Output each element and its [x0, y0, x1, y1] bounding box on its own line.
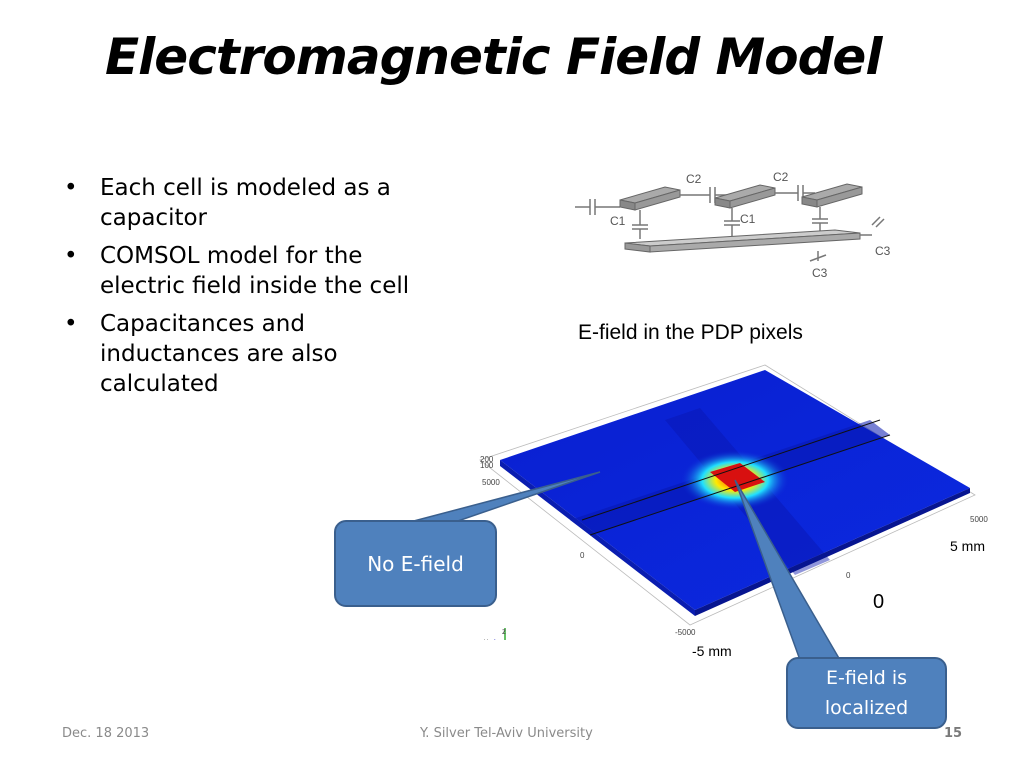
- slide-title: Electromagnetic Field Model: [105, 28, 882, 86]
- capacitor-circuit-diagram: C2 C2 C1 C1 C3 C3: [575, 170, 891, 280]
- footer-date: Dec. 18 2013: [62, 726, 150, 741]
- axis-label-center: 0: [873, 591, 885, 613]
- callout-no-field: No E-field: [334, 520, 497, 607]
- circuit-label-c2: C2: [686, 172, 702, 186]
- axis-tick: -5000: [675, 628, 696, 637]
- bullet-item: Each cell is modeled as a capacitor: [62, 173, 432, 233]
- circuit-label-c2: C2: [773, 170, 789, 184]
- axis-tick: 100: [480, 461, 494, 470]
- bullet-item: Capacitances and inductances are also ca…: [62, 309, 432, 399]
- axis-tick: 200: [480, 455, 494, 464]
- axis-tick: 5000: [970, 515, 988, 524]
- bullet-item: COMSOL model for the electric field insi…: [62, 241, 432, 301]
- circuit-label-c3: C3: [812, 266, 828, 280]
- efield-simulation-plot: 200 100 5000 0 5000 0 -5000 z x y: [479, 364, 988, 640]
- footer-author: Y. Silver Tel-Aviv University: [420, 726, 593, 741]
- axis-tick: 0: [580, 551, 585, 560]
- bullet-list: Each cell is modeled as a capacitor COMS…: [62, 173, 432, 407]
- callout-localized: E-field is localized: [786, 657, 947, 729]
- axis-label-right: 5 mm: [950, 538, 985, 554]
- circuit-label-c1: C1: [740, 212, 756, 226]
- circuit-label-c1: C1: [610, 214, 626, 228]
- page-number: 15: [944, 726, 963, 741]
- axis-tick: 0: [846, 571, 851, 580]
- circuit-label-c3: C3: [875, 244, 891, 258]
- figure-caption: E-field in the PDP pixels: [578, 321, 803, 344]
- axis-y-label: y: [484, 637, 488, 640]
- axis-label-bottom: -5 mm: [692, 643, 732, 659]
- axis-tick: 5000: [482, 478, 500, 487]
- axis-z-label: z: [502, 627, 506, 636]
